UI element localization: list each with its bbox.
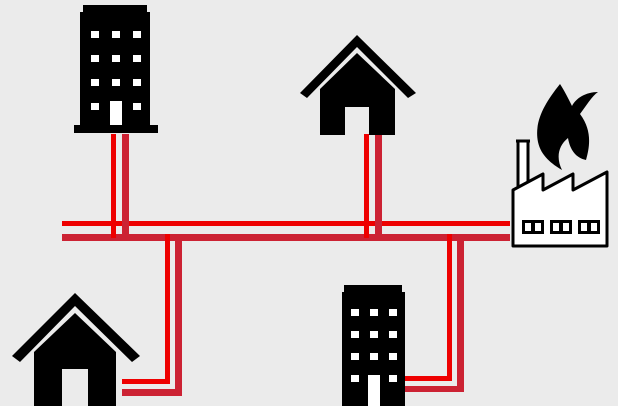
branch-return-pipe (122, 134, 129, 238)
branch-supply-pipe (364, 134, 369, 238)
branch-supply-pipe (111, 134, 116, 238)
branch-supply-pipe (165, 234, 170, 384)
office-building-icon (336, 285, 412, 406)
branch-return-pipe (175, 234, 182, 395)
main-return-pipe (62, 234, 510, 241)
branch-return-pipe (375, 134, 382, 238)
branch-return-pipe-horizontal (122, 389, 182, 396)
branch-supply-pipe-horizontal (405, 376, 452, 381)
branch-supply-pipe-horizontal (122, 379, 170, 384)
office-building-icon (74, 5, 158, 133)
main-supply-pipe (62, 221, 510, 226)
branch-return-pipe (457, 234, 464, 392)
branch-supply-pipe (447, 234, 452, 380)
branch-return-pipe-horizontal (405, 386, 464, 392)
